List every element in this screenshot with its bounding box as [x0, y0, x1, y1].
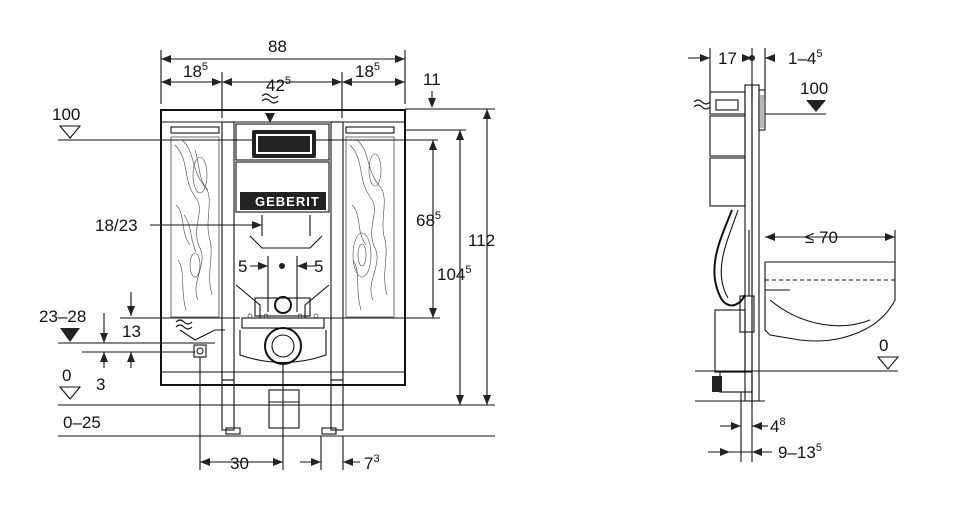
dim-drain-heights: 23–28 13 3 — [39, 292, 240, 470]
label-foot-spacing: 30 — [230, 454, 249, 473]
side-floor: 0 — [695, 336, 900, 402]
label-right-offset: 185 — [355, 61, 380, 81]
label-side-level-floor: 0 — [879, 336, 888, 355]
label-width-total: 88 — [268, 37, 287, 56]
dim-subwidths: 185 425 185 — [161, 61, 405, 118]
label-offset-right: 5 — [314, 257, 323, 276]
dim-bowl-projection: ≤ 70 — [765, 228, 896, 262]
dim-foot-offset: 73 — [300, 436, 380, 473]
label-side-depth: 17 — [718, 49, 737, 68]
label-side-foot-range: 9–135 — [778, 442, 822, 462]
label-side-wall-gap: 1–45 — [788, 48, 823, 68]
label-height-total: 112 — [468, 231, 495, 250]
cistern: GEBERIT — [235, 93, 330, 213]
label-side-foot-depth: 48 — [770, 416, 786, 436]
label-pipe-gap: 3 — [96, 375, 105, 394]
drain-outlet — [264, 327, 302, 365]
side-frame — [693, 84, 790, 402]
dim-side-bottom: 48 9–135 — [708, 401, 822, 462]
label-floor-range: 0–25 — [63, 413, 101, 432]
label-height-upper: 685 — [416, 210, 441, 230]
wood-panel-right — [345, 136, 395, 318]
label-level-top: 100 — [52, 105, 80, 124]
label-foot-offset: 73 — [364, 453, 380, 473]
level-marker-top: 100 — [52, 105, 438, 141]
label-flush-height: 18/23 — [95, 216, 138, 235]
front-view: 88 185 425 185 11 100 — [39, 37, 495, 473]
inner-fittings — [235, 284, 330, 365]
label-offset-left: 5 — [238, 257, 247, 276]
dim-side-top: 17 1–45 — [688, 48, 823, 100]
label-height-frame: 1045 — [437, 264, 472, 284]
dim-top-gap: 11 — [405, 70, 495, 110]
floor-lines: 0 0–25 — [58, 366, 495, 437]
logo-text: GEBERIT — [255, 194, 320, 209]
label-drain-height: 13 — [122, 322, 141, 341]
side-level-top: 100 — [765, 79, 828, 115]
geberit-logo — [240, 192, 326, 210]
label-level-floor: 0 — [62, 366, 71, 385]
wood-panel-left — [170, 136, 220, 318]
label-side-level-top: 100 — [800, 79, 828, 98]
dim-flush-height: 18/23 — [95, 215, 323, 249]
side-view: 17 1–45 100 — [688, 48, 900, 462]
label-drain-range: 23–28 — [39, 307, 86, 326]
dim-center-offsets: 5 5 — [238, 256, 323, 312]
label-top-gap: 11 — [423, 70, 441, 89]
dim-height-frame: 1045 — [405, 129, 472, 405]
label-left-offset: 185 — [183, 61, 208, 81]
dim-foot-spacing: 30 — [200, 364, 284, 473]
dim-height-upper: 685 — [310, 140, 441, 319]
label-center-width: 425 — [266, 75, 291, 95]
label-bowl-projection: ≤ 70 — [805, 228, 838, 247]
wc-bowl — [764, 261, 896, 342]
dim-height-total: 112 — [468, 109, 495, 405]
dim-width-total: 88 — [160, 37, 406, 104]
